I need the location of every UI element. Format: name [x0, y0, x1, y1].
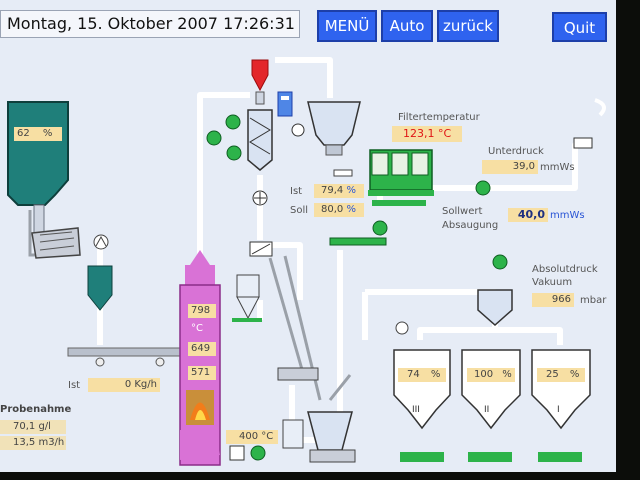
feed-hopper-level: 62 %	[14, 127, 62, 141]
reactor-temp-2: 649	[188, 342, 216, 356]
quit-button[interactable]: Quit	[552, 12, 607, 42]
pressure-unit: mmWs	[540, 162, 575, 173]
reactor-bottom-temp-unit: °C	[261, 431, 274, 442]
feed-hopper-level-unit: %	[42, 128, 53, 139]
feed-rate-unit: Kg/h	[134, 379, 157, 390]
silo-3-level-unit: %	[430, 369, 441, 380]
ist-number: 79,4	[321, 185, 344, 196]
pressure-label: Unterdruck	[488, 146, 544, 157]
sample-value-1-number: 70,1	[13, 421, 36, 432]
silo-1-level: 25 %	[537, 368, 585, 382]
silo-2-level-unit: %	[502, 369, 512, 380]
feed-ist-label: Ist	[68, 380, 81, 391]
soll-label: Soll	[290, 205, 309, 216]
back-button[interactable]: zurück	[437, 10, 499, 42]
filter-temp-number: 123,1	[403, 127, 435, 140]
sample-value-2-unit: m3/h	[38, 437, 65, 448]
sample-value-2-number: 13,5	[13, 437, 36, 448]
vacuum-label-1: Absolutdruck	[532, 264, 598, 275]
silo-3-name: III	[412, 405, 420, 415]
setpoint-label-1: Sollwert	[442, 206, 483, 217]
silo-3-level: 74 %	[398, 368, 446, 382]
soll-value: 80,0 %	[314, 203, 364, 217]
ist-label: Ist	[290, 186, 303, 197]
silo-1-level-unit: %	[569, 369, 580, 380]
filter-temp-label: Filtertemperatur	[398, 112, 480, 123]
sample-title: Probenahme	[0, 404, 72, 415]
reactor-unit: °C	[191, 323, 203, 334]
vacuum-label-2: Vakuum	[532, 277, 573, 288]
filter-temp-value: 123,1 °C	[392, 126, 462, 142]
vacuum-value: 966	[532, 293, 574, 307]
datetime-display: Montag, 15. Oktober 2007 17:26:31	[0, 10, 300, 38]
feed-hopper-shape	[7, 101, 69, 206]
feed-hopper-level-value: 62	[17, 128, 30, 139]
silo-2-level: 100 %	[467, 368, 515, 382]
setpoint-value[interactable]: 40,0	[508, 208, 548, 222]
soll-number: 80,0	[321, 204, 344, 215]
sample-value-1: 70,1 g/l	[0, 420, 66, 434]
pressure-value: 39,0	[482, 160, 538, 174]
sample-value-2: 13,5 m3/h	[0, 436, 66, 450]
filter-temp-unit: °C	[438, 127, 452, 140]
silo-2-status-bar[interactable]	[468, 452, 512, 462]
menu-button[interactable]: MENÜ	[317, 10, 377, 42]
silo-1-level-value: 25	[546, 369, 559, 380]
reactor-temp-1: 798	[188, 304, 216, 318]
silo-3-status-bar[interactable]	[400, 452, 444, 462]
process-diagram	[7, 57, 606, 466]
silo-1-name: I	[557, 405, 560, 415]
auto-button[interactable]: Auto	[381, 10, 433, 42]
silo-2-name: II	[484, 405, 490, 415]
sample-value-1-unit: g/l	[38, 421, 51, 432]
reactor-bottom-temp-value: 400	[239, 431, 259, 442]
reactor-temp-3: 571	[188, 366, 216, 380]
reactor-bottom-temp: 400 °C	[226, 430, 278, 444]
hmi-screen: Montag, 15. Oktober 2007 17:26:31 MENÜ A…	[0, 0, 616, 472]
setpoint-label-2: Absaugung	[442, 220, 499, 231]
soll-unit: %	[346, 204, 356, 215]
vacuum-unit: mbar	[580, 295, 607, 306]
sensor-box	[277, 91, 293, 117]
silo-1-status-bar[interactable]	[538, 452, 582, 462]
silo-3-level-value: 74	[407, 369, 420, 380]
ist-unit: %	[346, 185, 356, 196]
feed-rate-value: 0 Kg/h	[88, 378, 160, 392]
silo-2-level-value: 100	[474, 369, 494, 380]
ist-value: 79,4 %	[314, 184, 364, 198]
setpoint-unit: mmWs	[550, 210, 585, 221]
feed-rate-number: 0	[124, 379, 132, 390]
